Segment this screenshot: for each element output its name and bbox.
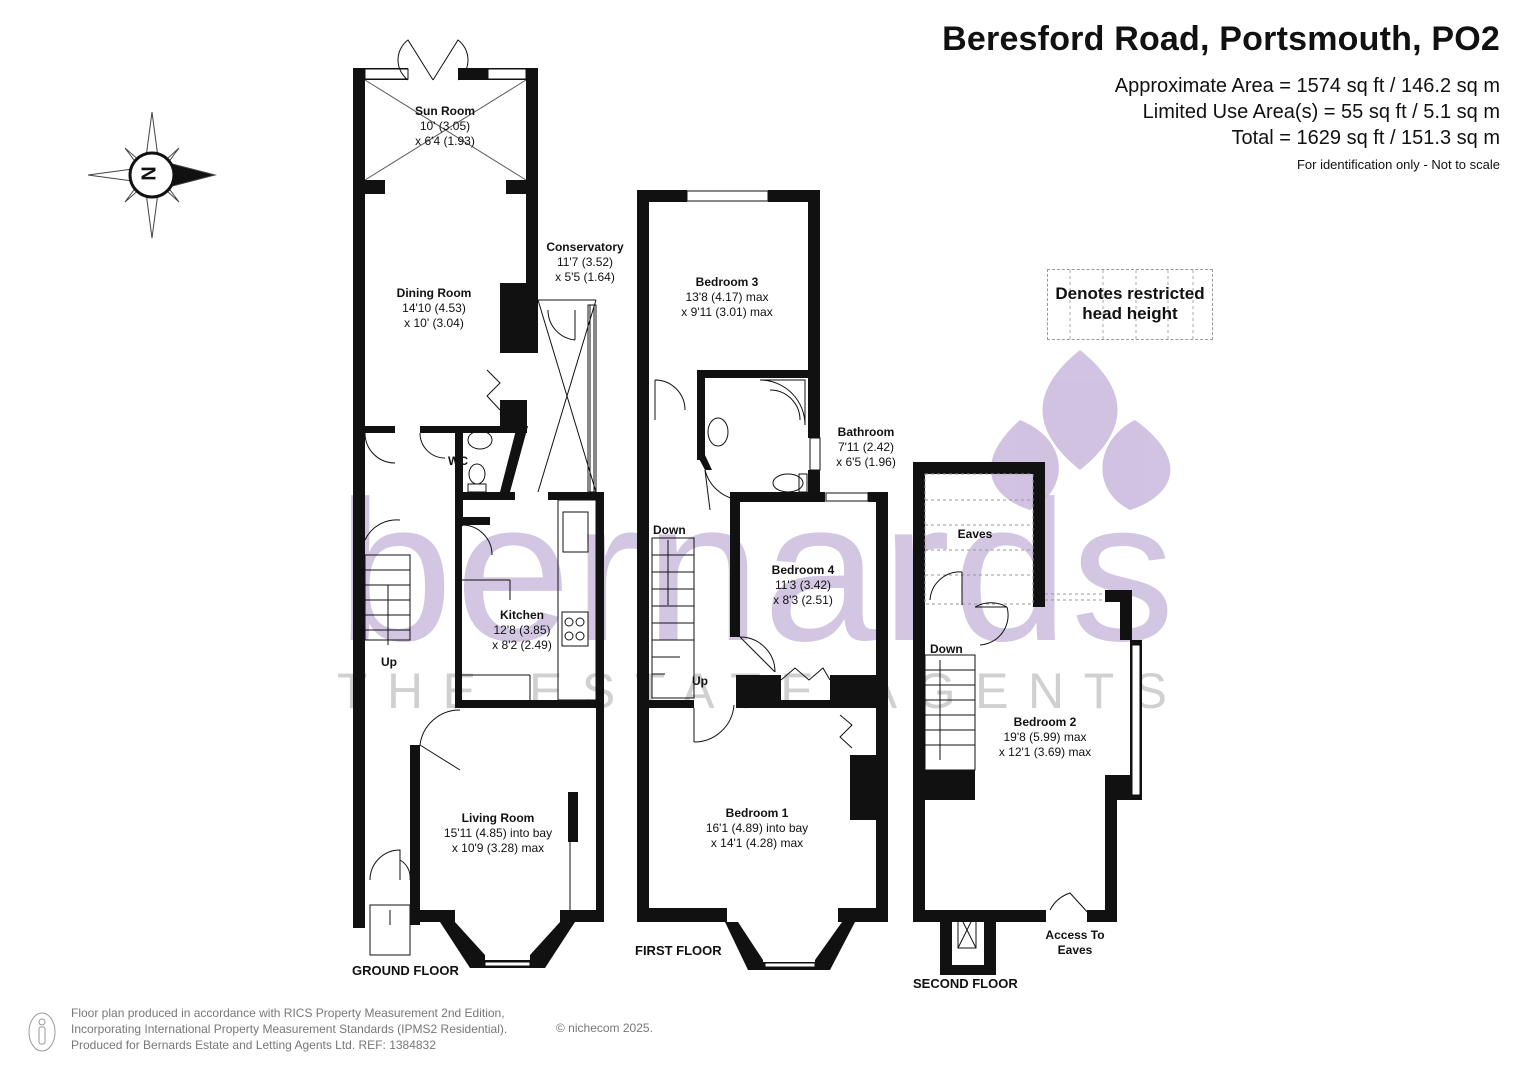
room-name: Eaves <box>957 527 993 541</box>
footer-line-1: Floor plan produced in accordance with R… <box>71 1006 505 1020</box>
compass-icon <box>87 111 217 239</box>
second-floor-plan <box>913 462 1142 975</box>
room-name: Conservatory <box>546 240 624 254</box>
restricted-head-height-legend: Denotes restricted head height <box>1047 269 1213 341</box>
access-to-eaves: Access To Eaves <box>1045 928 1104 958</box>
room-dim: x 10' (3.04) <box>404 316 464 330</box>
room-dim: 11'7 (3.52) <box>556 255 614 269</box>
room-name: Sun Room <box>415 104 475 118</box>
room-bathroom: Bathroom 7'11 (2.42) x 6'5 (1.96) <box>836 425 896 470</box>
room-dim: 11'3 (3.42) <box>774 578 832 592</box>
access-line-2: Eaves <box>1057 943 1093 957</box>
room-bedroom-3: Bedroom 3 13'8 (4.17) max x 9'11 (3.01) … <box>681 275 772 320</box>
watermark-logo <box>990 350 1171 510</box>
room-name: Kitchen <box>499 608 544 622</box>
room-dim: x 6'4 (1.93) <box>415 134 475 148</box>
second-floor-details <box>924 473 1141 949</box>
room-name: Bedroom 2 <box>1013 715 1077 729</box>
second-floor-label: SECOND FLOOR <box>913 976 1018 991</box>
room-sun-room: Sun Room 10' (3.05) x 6'4 (1.93) <box>415 104 475 149</box>
room-dim: 13'8 (4.17) max <box>685 290 769 304</box>
room-dim: x 6'5 (1.96) <box>836 455 896 469</box>
room-kitchen: Kitchen 12'8 (3.85) x 8'2 (2.49) <box>492 608 552 653</box>
room-dim: x 10'9 (3.28) max <box>451 841 545 855</box>
stairs-up-label: Up <box>381 655 397 669</box>
room-bedroom-1: Bedroom 1 16'1 (4.89) into bay x 14'1 (4… <box>706 806 808 851</box>
room-bedroom-2: Bedroom 2 19'8 (5.99) max x 12'1 (3.69) … <box>999 715 1091 760</box>
stairs-down-label-second: Down <box>930 642 963 656</box>
legend-line-1: Denotes restricted <box>1055 284 1205 303</box>
first-floor-details <box>651 190 869 968</box>
room-dim: x 9'11 (3.01) max <box>681 305 773 319</box>
compass-north-label: N <box>138 166 161 181</box>
room-dim: 10' (3.05) <box>419 119 471 133</box>
footer-notes: Floor plan produced in accordance with R… <box>71 1005 507 1053</box>
approx-area: Approximate Area = 1574 sq ft / 146.2 sq… <box>1114 75 1500 97</box>
person-icon <box>28 1012 56 1052</box>
room-living-room: Living Room 15'11 (4.85) into bay x 10'9… <box>444 811 552 856</box>
room-dim: 15'11 (4.85) into bay <box>443 826 553 840</box>
room-dim: 7'11 (2.42) <box>837 440 895 454</box>
footer-line-2: Incorporating International Property Mea… <box>71 1022 508 1036</box>
first-floor-label: FIRST FLOOR <box>635 943 722 958</box>
room-dim: x 12'1 (3.69) max <box>998 745 1092 759</box>
room-bedroom-4: Bedroom 4 11'3 (3.42) x 8'3 (2.51) <box>772 563 835 608</box>
room-name: Bedroom 3 <box>695 275 759 289</box>
legend-line-2: head height <box>1082 304 1178 323</box>
ground-floor-details <box>364 39 597 967</box>
access-line-1: Access To <box>1045 928 1105 942</box>
stairs-down-label: Down <box>653 523 686 537</box>
room-dim: 12'8 (3.85) <box>493 623 551 637</box>
room-dim: 16'1 (4.89) into bay <box>705 821 809 835</box>
room-name: Bathroom <box>837 425 895 439</box>
limited-use-area: Limited Use Area(s) = 55 sq ft / 5.1 sq … <box>1142 101 1500 123</box>
room-wc: WC <box>448 454 468 469</box>
room-name: Bedroom 1 <box>725 806 789 820</box>
room-eaves: Eaves <box>958 527 993 542</box>
room-name: WC <box>448 454 468 468</box>
room-dining-room: Dining Room 14'10 (4.53) x 10' (3.04) <box>397 286 472 331</box>
room-name: Living Room <box>461 811 535 825</box>
room-dim: x 8'2 (2.49) <box>492 638 552 652</box>
copyright: © nichecom 2025. <box>556 1021 653 1035</box>
footer-line-3: Produced for Bernards Estate and Letting… <box>71 1038 436 1052</box>
stairs-up-label-first: Up <box>692 674 708 688</box>
room-name: Dining Room <box>396 286 472 300</box>
total-area: Total = 1629 sq ft / 151.3 sq m <box>1231 127 1501 149</box>
room-conservatory: Conservatory 11'7 (3.52) x 5'5 (1.64) <box>546 240 623 285</box>
room-dim: x 14'1 (4.28) max <box>710 836 804 850</box>
page-title: Beresford Road, Portsmouth, PO2 <box>942 20 1500 58</box>
room-dim: x 8'3 (2.51) <box>773 593 833 607</box>
room-dim: 19'8 (5.99) max <box>1003 730 1087 744</box>
room-dim: x 5'5 (1.64) <box>555 270 615 284</box>
ground-floor-label: GROUND FLOOR <box>352 963 459 978</box>
room-name: Bedroom 4 <box>771 563 835 577</box>
room-dim: 14'10 (4.53) <box>402 301 466 315</box>
scale-note: For identification only - Not to scale <box>1296 157 1500 172</box>
first-floor-plan <box>637 190 888 970</box>
